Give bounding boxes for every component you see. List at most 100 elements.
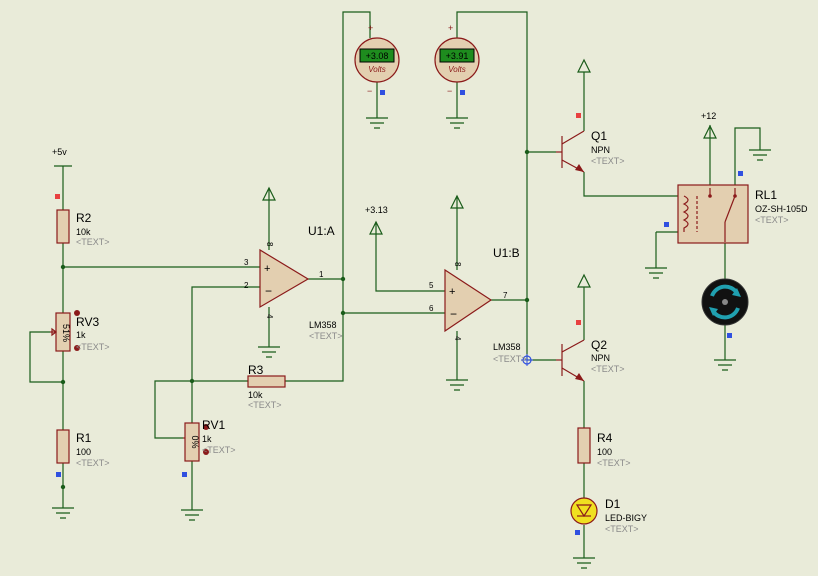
ground-symbols bbox=[52, 117, 771, 569]
ground-icon bbox=[446, 379, 468, 391]
voltmeter-1-reading: +3.08 bbox=[366, 51, 389, 61]
resistor-r2-body[interactable] bbox=[56, 209, 70, 244]
ground-icon bbox=[645, 267, 667, 279]
d1-tag: <TEXT> bbox=[605, 524, 639, 534]
r4-value: 100 bbox=[597, 447, 612, 457]
power-arrow-icon bbox=[703, 124, 717, 139]
u1b-pin6: 6 bbox=[429, 304, 434, 313]
svg-text:+: + bbox=[368, 23, 373, 33]
rail-313-label: +3.13 bbox=[365, 205, 388, 215]
r3-tag: <TEXT> bbox=[248, 400, 282, 410]
r3-ref: R3 bbox=[248, 363, 264, 377]
opamp-u1b[interactable]: + − bbox=[444, 268, 493, 333]
rv3-wiper-value: 51% bbox=[61, 324, 71, 342]
wires bbox=[29, 11, 761, 558]
svg-text:−: − bbox=[367, 86, 372, 96]
u1b-pin7: 7 bbox=[503, 291, 508, 300]
rv1-wiper-value: 0% bbox=[190, 435, 200, 448]
rail-5v-label: +5v bbox=[52, 147, 67, 157]
voltmeter-2[interactable]: +3.91 Volts + − bbox=[434, 23, 480, 96]
power-arrow-icon bbox=[577, 58, 591, 73]
potentiometer-rv3[interactable]: 51% bbox=[50, 312, 71, 352]
ground-icon bbox=[366, 117, 388, 129]
voltmeter-2-reading: +3.91 bbox=[446, 51, 469, 61]
u1b-pin5: 5 bbox=[429, 281, 434, 290]
probe-markers bbox=[55, 90, 743, 535]
svg-text:+: + bbox=[264, 263, 270, 275]
voltmeter-2-unit: Volts bbox=[448, 65, 466, 74]
r1-ref: R1 bbox=[76, 431, 92, 445]
r4-ref: R4 bbox=[597, 431, 613, 445]
u1b-value: LM358 bbox=[493, 342, 521, 352]
rl1-ref: RL1 bbox=[755, 188, 777, 202]
r2-value: 10k bbox=[76, 227, 91, 237]
rv3-tag: <TEXT> bbox=[76, 342, 110, 352]
rv1-decrease-button[interactable] bbox=[203, 449, 209, 455]
u1b-pin4: 4 bbox=[453, 336, 462, 341]
rv3-decrease-button[interactable] bbox=[74, 345, 80, 351]
rv1-increase-button[interactable] bbox=[203, 424, 209, 430]
led-d1[interactable] bbox=[570, 497, 598, 525]
ground-icon bbox=[258, 346, 280, 358]
r3-value: 10k bbox=[248, 390, 263, 400]
rl1-tag: <TEXT> bbox=[755, 215, 789, 225]
rv1-ref: RV1 bbox=[202, 418, 225, 432]
ground-icon bbox=[446, 117, 468, 129]
ground-icon bbox=[573, 557, 595, 569]
junctions bbox=[60, 149, 530, 490]
potentiometer-rv1[interactable]: 0% bbox=[183, 422, 200, 462]
r1-tag: <TEXT> bbox=[76, 458, 110, 468]
u1b-ref: U1:B bbox=[493, 246, 520, 260]
resistor-r4-body[interactable] bbox=[577, 427, 591, 464]
pin-numbers: 3 2 1 8 4 5 6 7 8 4 bbox=[244, 242, 508, 341]
rv3-increase-button[interactable] bbox=[74, 310, 80, 316]
q2-ref: Q2 bbox=[591, 338, 607, 352]
labels: +5v +1 2 +3.13 R2 10k <TEXT> RV3 1k <TEXT… bbox=[52, 111, 808, 534]
power-arrow-icon bbox=[369, 220, 383, 235]
svg-text:−: − bbox=[265, 284, 272, 298]
q1-value: NPN bbox=[591, 145, 610, 155]
opamp-u1a[interactable]: + − bbox=[259, 248, 310, 309]
u1a-pin3: 3 bbox=[244, 258, 249, 267]
d1-value: LED-BIGY bbox=[605, 513, 647, 523]
ground-icon bbox=[749, 149, 771, 161]
voltmeter-1[interactable]: +3.08 Volts + − bbox=[354, 23, 400, 96]
probe-marker-icon[interactable] bbox=[521, 354, 533, 366]
u1b-tag: <TEXT> bbox=[493, 354, 527, 364]
u1a-ref: U1:A bbox=[308, 224, 335, 238]
rv1-tag: <TEXT> bbox=[202, 445, 236, 455]
r2-ref: R2 bbox=[76, 211, 92, 225]
power-arrow-icon bbox=[577, 273, 591, 288]
power-arrow-icon bbox=[262, 186, 276, 205]
rl1-value: OZ-SH-105D bbox=[755, 204, 808, 214]
ground-icon bbox=[714, 359, 736, 371]
rv1-value: 1k bbox=[202, 434, 212, 444]
q2-value: NPN bbox=[591, 353, 610, 363]
u1a-pin4: 4 bbox=[265, 314, 274, 319]
rv3-value: 1k bbox=[76, 330, 86, 340]
u1a-value: LM358 bbox=[309, 320, 337, 330]
resistor-r1-body[interactable] bbox=[56, 429, 70, 464]
power-arrow-icon bbox=[450, 194, 464, 210]
transistor-q1[interactable] bbox=[556, 130, 585, 173]
rv3-ref: RV3 bbox=[76, 315, 99, 329]
u1a-pin1: 1 bbox=[319, 270, 324, 279]
q1-ref: Q1 bbox=[591, 129, 607, 143]
u1a-pin8: 8 bbox=[265, 242, 274, 247]
transistor-q2[interactable] bbox=[556, 339, 585, 382]
q1-tag: <TEXT> bbox=[591, 156, 625, 166]
motor-icon[interactable] bbox=[701, 278, 749, 326]
svg-text:−: − bbox=[450, 307, 457, 321]
u1a-tag: <TEXT> bbox=[309, 331, 343, 341]
power-symbols bbox=[54, 58, 717, 288]
pot-adjust-buttons[interactable] bbox=[74, 310, 209, 455]
u1a-pin2: 2 bbox=[244, 281, 249, 290]
svg-text:−: − bbox=[447, 86, 452, 96]
svg-text:+: + bbox=[448, 23, 453, 33]
voltmeter-1-unit: Volts bbox=[368, 65, 386, 74]
relay-rl1[interactable] bbox=[677, 184, 749, 244]
u1b-pin8: 8 bbox=[453, 262, 462, 267]
resistor-r3-body[interactable] bbox=[247, 375, 286, 388]
d1-ref: D1 bbox=[605, 497, 621, 511]
